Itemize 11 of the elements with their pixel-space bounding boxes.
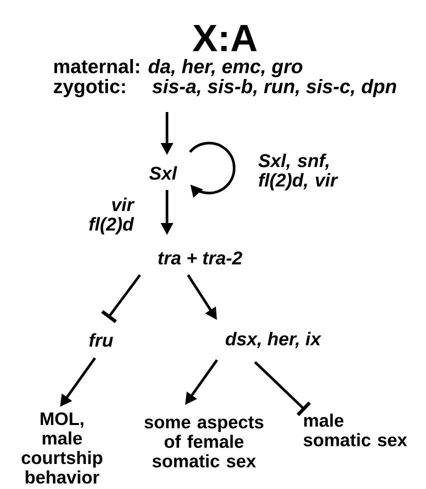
gene-label: MOL, male courtship behavior bbox=[22, 412, 102, 484]
gene-label: fru bbox=[89, 333, 113, 347]
gene-label: dsx, her, ix bbox=[226, 332, 322, 348]
regulator-list: X:A maternal: da, her, emc, gro zygotic: sis-a, sis-b, run, sis-c, dpn bbox=[54, 25, 396, 98]
arrow bbox=[189, 142, 236, 198]
gene-label: tra + tra-2 bbox=[158, 251, 242, 265]
edge-label: Sxl, snf, fl(2)d, vir bbox=[258, 154, 338, 190]
gene-label: male somatic sex bbox=[304, 414, 408, 446]
edge-label: vir fl(2)d bbox=[89, 198, 135, 234]
gene-label: Sxl bbox=[149, 166, 178, 180]
gene-label: some aspects of female somatic sex bbox=[144, 416, 264, 468]
